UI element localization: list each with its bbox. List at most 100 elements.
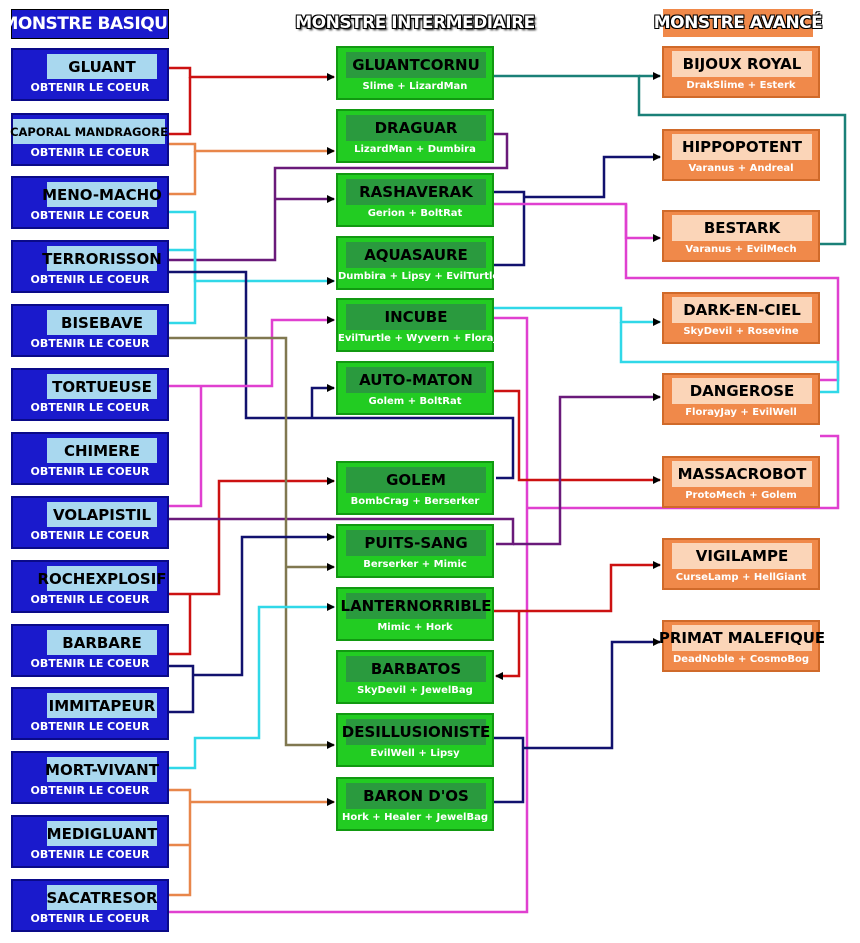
intermediate-column-header: MONSTRE INTERMEDIAIRE	[295, 13, 535, 33]
monster-name: VIGILAMPE	[672, 543, 812, 569]
link-to-desillusioniste	[169, 336, 335, 749]
link-gluant-gluantcornu	[169, 66, 335, 81]
intermediate-monster-card: DRAGUAR LizardMan + Dumbira	[336, 109, 494, 163]
monster-name: ROCHEXPLOSIF	[37, 566, 167, 591]
recipe-label: SkyDevil + JewelBag	[357, 685, 473, 696]
intermediate-monster-card: AUTO-MATON Golem + BoltRat	[336, 361, 494, 415]
recipe-label: LizardMan + Dumbira	[354, 144, 476, 155]
obtain-heart-label: OBTENIR LE COEUR	[30, 81, 150, 94]
monster-name: HIPPOPOTENT	[672, 134, 812, 160]
link-to-primat	[523, 638, 661, 750]
obtain-heart-label: OBTENIR LE COEUR	[30, 784, 150, 797]
intermediate-monster-card: GOLEM BombCrag + Berserker	[336, 461, 494, 515]
intermediate-monster-card: RASHAVERAK Gerion + BoltRat	[336, 173, 494, 227]
monster-name: AUTO-MATON	[346, 367, 486, 393]
link-to-massacrobot	[494, 389, 661, 484]
obtain-heart-label: OBTENIR LE COEUR	[30, 657, 150, 670]
link-to-dark-en-ciel	[494, 306, 661, 326]
obtain-heart-label: OBTENIR LE COEUR	[30, 912, 150, 925]
link-to-puits-sang-2	[193, 533, 335, 677]
link-to-dangerose	[513, 393, 661, 546]
link-draguar-terrorisson	[169, 132, 509, 262]
monster-name: BARON D'OS	[346, 783, 486, 809]
recipe-label: Golem + BoltRat	[368, 396, 462, 407]
basic-monster-card: TORTUEUSE OBTENIR LE COEUR	[11, 368, 169, 421]
link-to-massacrobot-loop	[527, 434, 840, 510]
basic-monster-card: ROCHEXPLOSIF OBTENIR LE COEUR	[11, 560, 169, 613]
link-sacatresor	[169, 316, 529, 914]
advanced-monster-card: PRIMAT MALEFIQUE DeadNoble + CosmoBog	[659, 620, 825, 672]
monster-name: GOLEM	[346, 467, 486, 493]
link-terrorisson-golem	[169, 270, 515, 480]
monster-name: SACATRESOR	[47, 885, 158, 910]
recipe-label: Varanus + EvilMech	[685, 244, 797, 255]
monster-name: BIJOUX ROYAL	[672, 51, 812, 77]
link-rashaverak-aquasaure	[494, 190, 526, 267]
obtain-heart-label: OBTENIR LE COEUR	[30, 465, 150, 478]
link-to-aquasaure	[169, 248, 335, 285]
link-meno-bisebave	[169, 210, 197, 325]
recipe-label: ProtoMech + Golem	[685, 490, 797, 501]
link-to-vigilampe	[494, 561, 661, 613]
link-to-bestark	[494, 202, 661, 242]
link-volapistil-tortueuse	[169, 386, 203, 508]
recipe-label: Slime + LizardMan	[362, 81, 468, 92]
basic-monster-card: SACATRESOR OBTENIR LE COEUR	[11, 879, 169, 932]
monster-name: LANTERNORRIBLE	[341, 593, 492, 619]
link-caporal-draguar	[169, 142, 335, 155]
link-to-auto-maton	[310, 384, 335, 418]
link-dangerose-loop	[624, 204, 840, 382]
recipe-label: SkyDevil + Rosevine	[683, 326, 799, 337]
monster-name: TERRORISSON	[42, 246, 162, 271]
link-to-incube	[169, 316, 335, 388]
recipe-label: Varanus + Andreal	[688, 163, 794, 174]
recipe-label: DeadNoble + CosmoBog	[672, 654, 810, 665]
monster-name: MASSACROBOT	[672, 461, 812, 487]
link-meno-draguar	[169, 151, 197, 196]
obtain-heart-label: OBTENIR LE COEUR	[30, 209, 150, 222]
link-to-barbatos	[495, 611, 521, 680]
monster-name: CAPORAL MANDRAGORE	[10, 119, 168, 144]
obtain-heart-label: OBTENIR LE COEUR	[30, 529, 150, 542]
obtain-heart-label: OBTENIR LE COEUR	[30, 146, 150, 159]
recipe-label: EvilTurtle + Wyvern + Florajay	[338, 333, 510, 344]
link-mort-sacatresor	[169, 788, 192, 897]
monster-name: TORTUEUSE	[47, 374, 157, 399]
link-barbare-immitapeur	[169, 664, 195, 714]
monster-name: DRAGUAR	[346, 115, 486, 141]
recipe-label: EvilWell + Lipsy	[370, 748, 460, 759]
basic-monster-card: CAPORAL MANDRAGORE OBTENIR LE COEUR	[10, 113, 169, 166]
obtain-heart-label: OBTENIR LE COEUR	[30, 848, 150, 861]
link-to-hippopotent	[524, 153, 661, 199]
basic-monster-card: BARBARE OBTENIR LE COEUR	[11, 624, 169, 677]
recipe-label: BombCrag + Berserker	[350, 496, 480, 507]
monster-name: INCUBE	[346, 304, 486, 330]
monster-name: BARBATOS	[346, 656, 486, 682]
monster-name: AQUASAURE	[346, 242, 486, 268]
intermediate-monster-card: INCUBE EvilTurtle + Wyvern + Florajay	[336, 298, 510, 352]
monster-name: BARBARE	[47, 630, 157, 655]
obtain-heart-label: OBTENIR LE COEUR	[30, 593, 150, 606]
intermediate-monster-card: BARBATOS SkyDevil + JewelBag	[336, 650, 494, 704]
recipe-label: Gerion + BoltRat	[367, 208, 463, 219]
link-bestark-loop	[494, 74, 847, 246]
monster-name: PUITS-SANG	[346, 530, 486, 556]
monster-name: CHIMERE	[47, 438, 157, 463]
monster-name: PRIMAT MALEFIQUE	[659, 625, 825, 651]
monster-name: RASHAVERAK	[346, 179, 486, 205]
obtain-heart-label: OBTENIR LE COEUR	[30, 401, 150, 414]
